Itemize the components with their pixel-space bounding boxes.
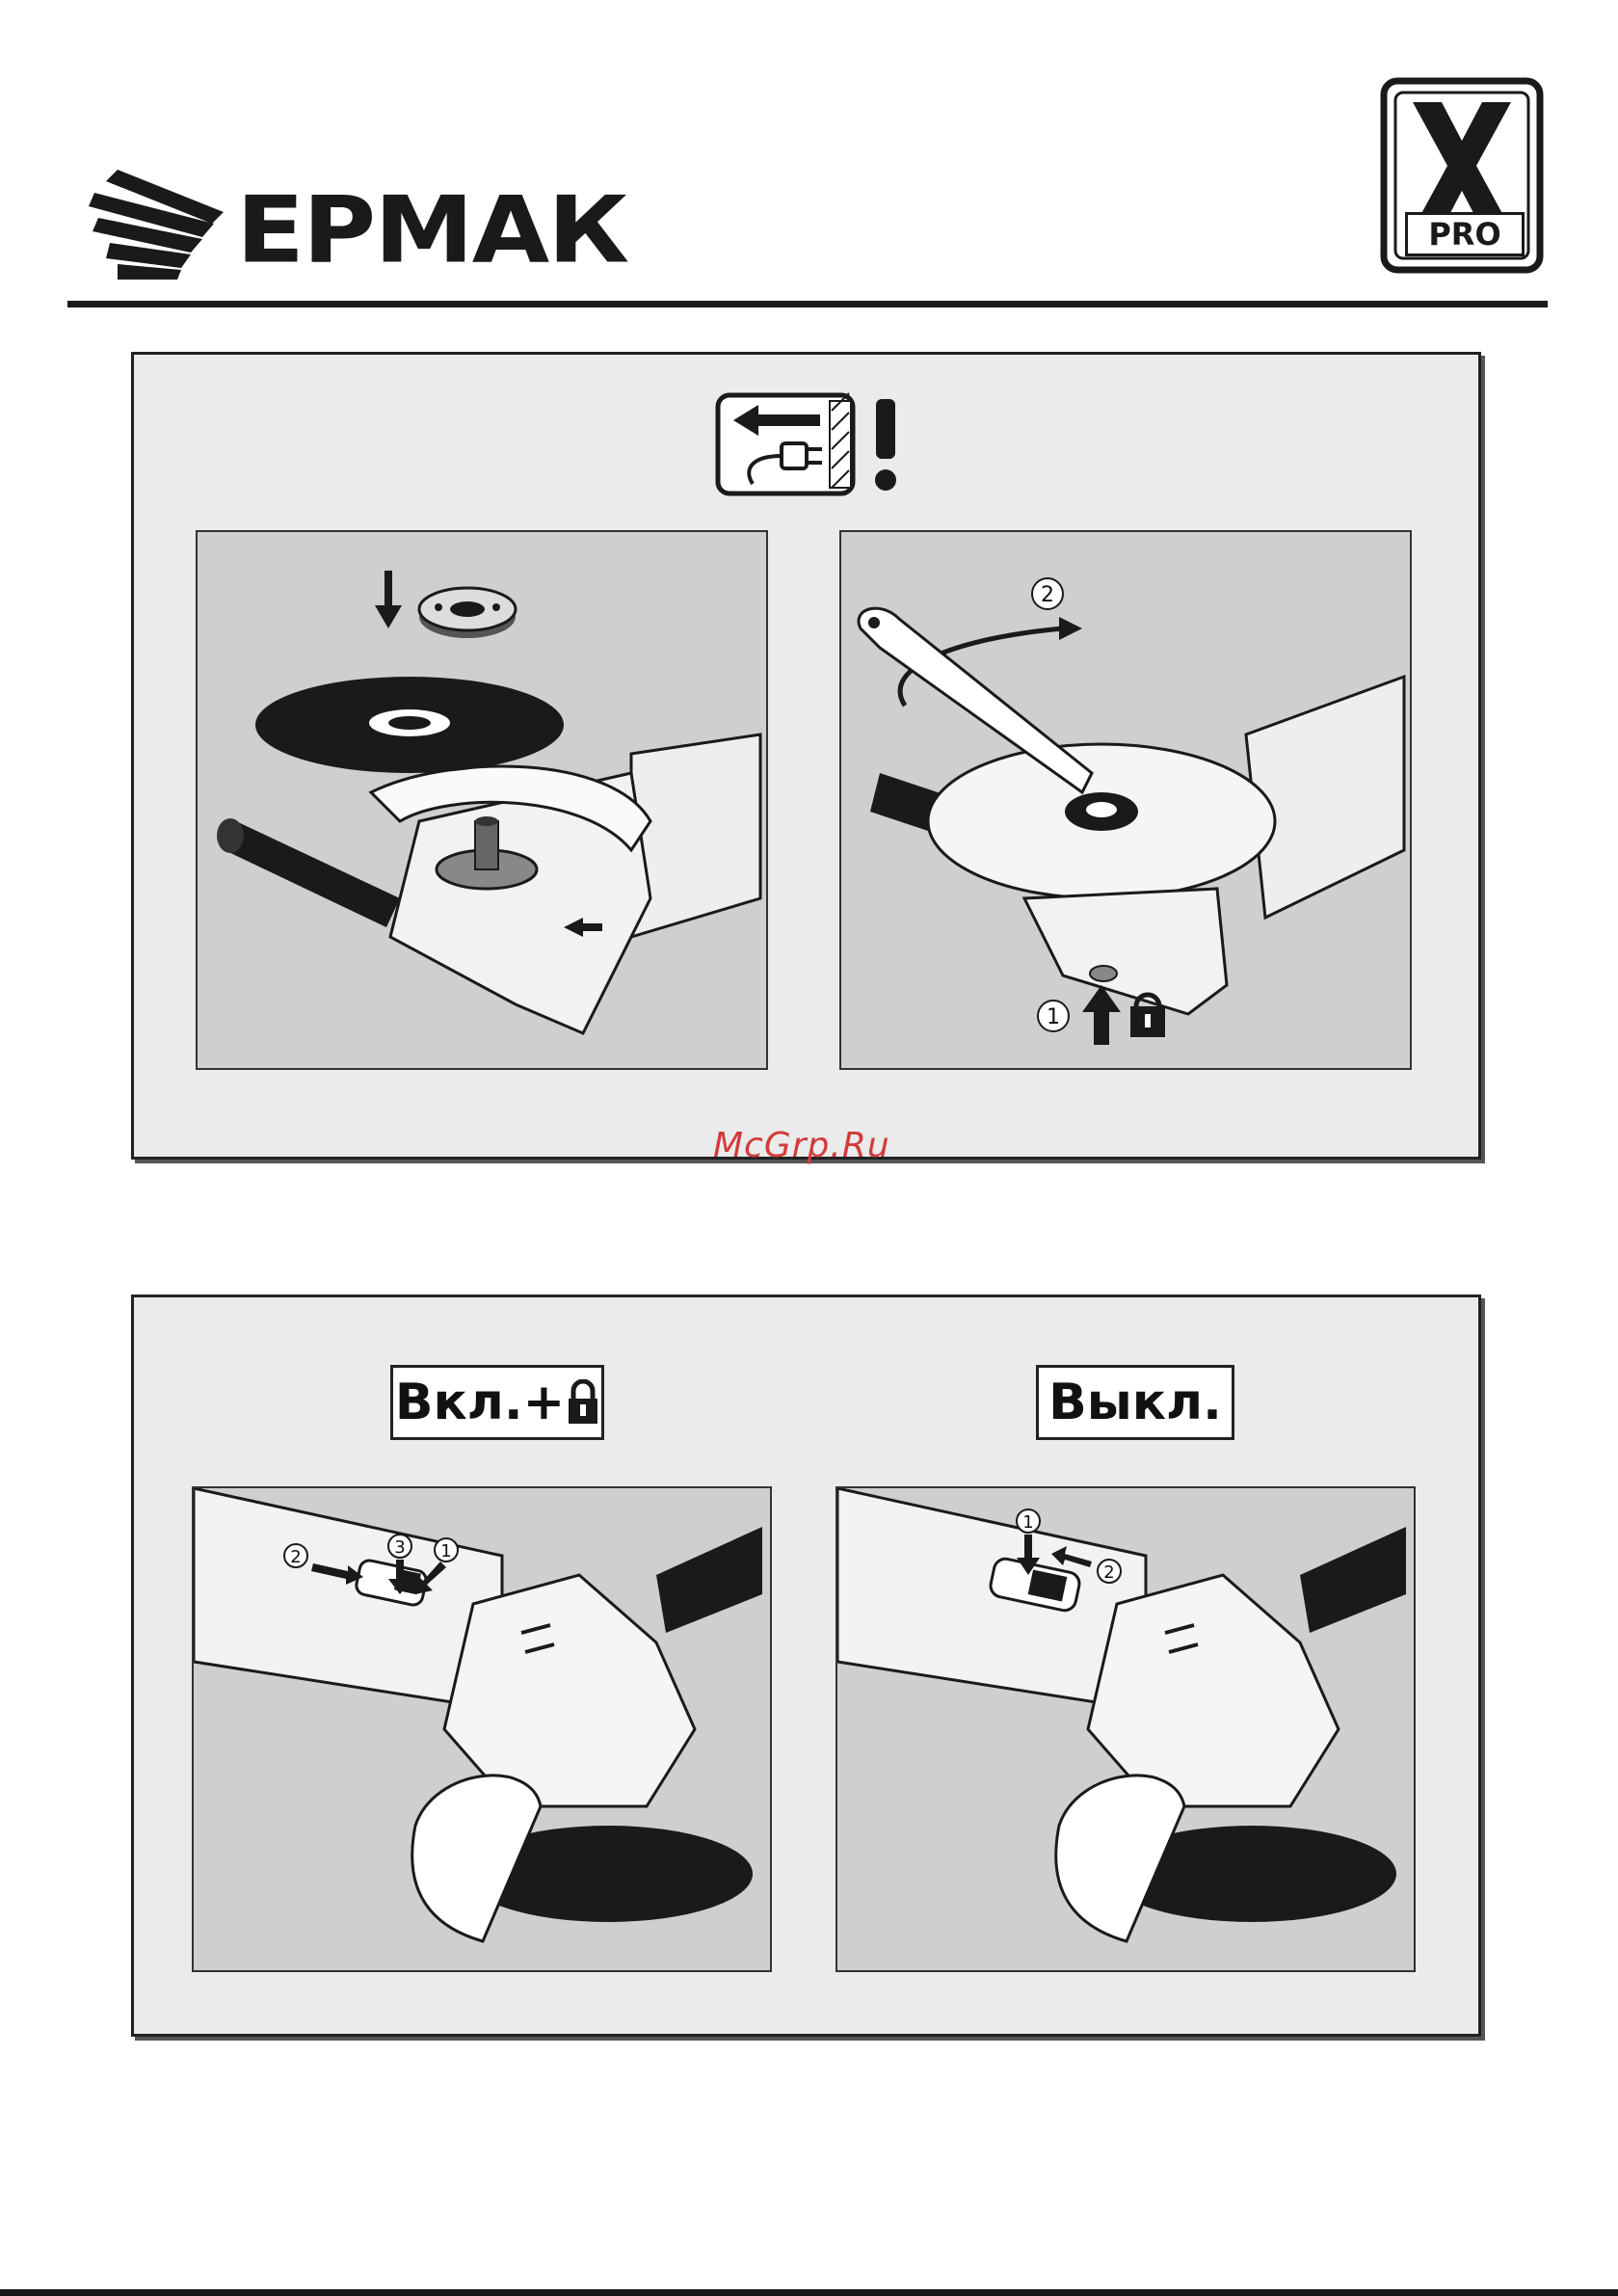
lock-icon	[567, 1379, 599, 1426]
svg-text:1: 1	[440, 1541, 451, 1562]
arrow-up-icon	[1082, 985, 1121, 1045]
switch-off-label: Выкл.	[1036, 1365, 1234, 1440]
svg-text:2: 2	[1041, 583, 1054, 607]
step-one-marker: 1	[1038, 1001, 1069, 1031]
switch-on-lock-label: Вкл.+	[390, 1365, 604, 1440]
disc-tightening-illustration: 2 1	[839, 530, 1412, 1070]
brand-logo-mark-icon	[89, 164, 224, 280]
switch-off-illustration: 1 2	[836, 1486, 1416, 1972]
svg-text:2: 2	[1103, 1562, 1114, 1583]
arrow-down-icon	[375, 571, 402, 628]
brand-name: ЕРМАК	[236, 181, 627, 279]
header-divider	[67, 301, 1548, 307]
brand-logo	[89, 164, 224, 280]
switch-on-illustration: 2 3 1	[192, 1486, 772, 1972]
badge-pro-text: PRO	[1405, 212, 1525, 256]
switch-on-label-text: Вкл.+	[395, 1374, 565, 1431]
unplug-warning-icon	[714, 391, 907, 497]
svg-text:1: 1	[1047, 1005, 1060, 1029]
svg-text:1: 1	[1022, 1512, 1033, 1533]
watermark: McGrp.Ru	[713, 1126, 890, 1165]
disc-mounting-panel: 2 1	[131, 352, 1481, 1160]
switch-operation-panel: Вкл.+ Выкл. 2	[131, 1295, 1481, 2037]
switch-off-label-text: Выкл.	[1048, 1374, 1222, 1431]
footer-divider	[0, 2289, 1618, 2296]
x-pro-badge: PRO	[1380, 77, 1544, 274]
svg-text:2: 2	[290, 1547, 301, 1567]
svg-text:3: 3	[394, 1537, 405, 1558]
disc-placement-illustration	[196, 530, 768, 1070]
step-two-marker: 2	[1032, 578, 1063, 609]
